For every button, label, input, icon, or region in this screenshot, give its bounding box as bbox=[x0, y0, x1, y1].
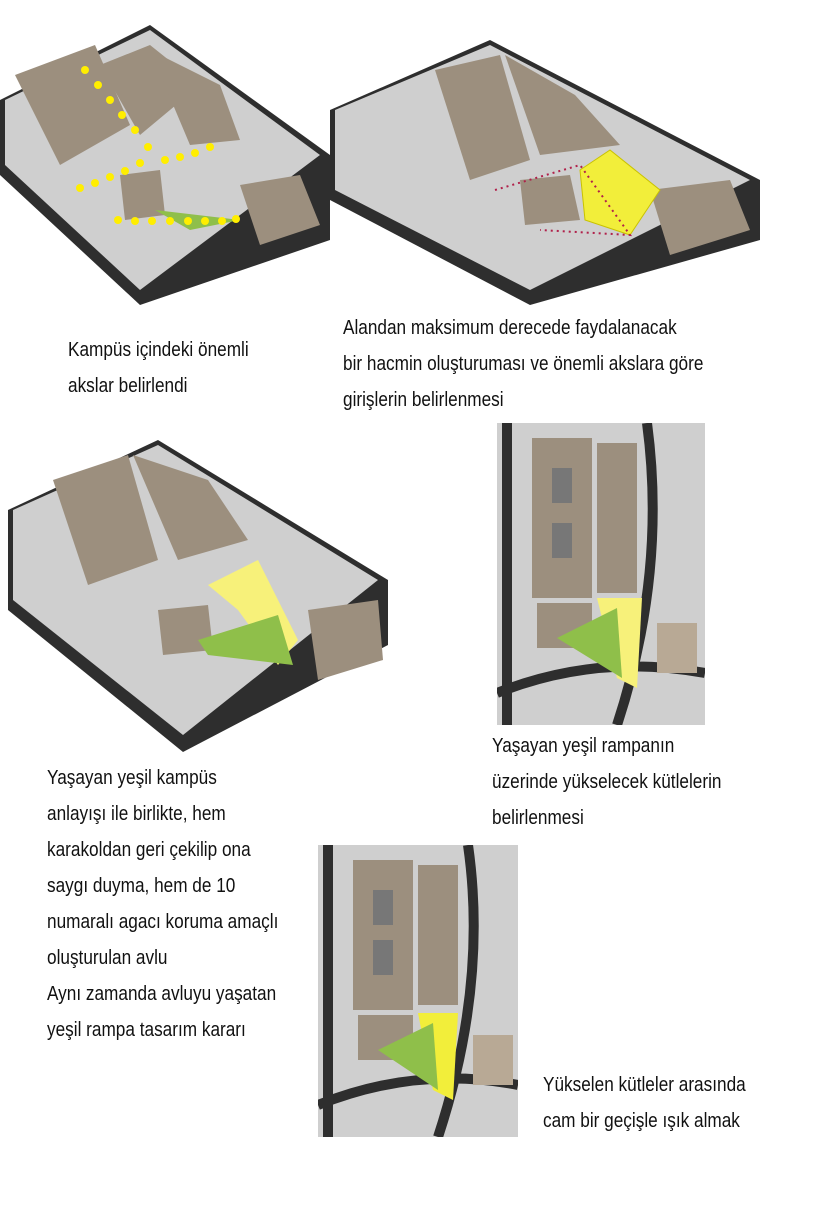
site-model-courtyard-diagram bbox=[8, 440, 388, 752]
caption-line: cam bir geçişle ışık almak bbox=[543, 1110, 740, 1132]
caption-line: Kampüs içindeki önemli bbox=[68, 339, 249, 361]
caption-step2: Alandan maksimum derecede faydalanacak b… bbox=[343, 310, 703, 418]
site-model-axes-diagram bbox=[0, 25, 330, 305]
site-plan-glass-diagram bbox=[318, 845, 518, 1137]
caption-line: üzerinde yükselecek kütlelerin bbox=[492, 771, 722, 793]
caption-line: akslar belirlendi bbox=[68, 375, 188, 397]
caption-line: numaralı agacı koruma amaçlı bbox=[47, 911, 279, 933]
caption-line: Aynı zamanda avluyu yaşatan bbox=[47, 983, 277, 1005]
caption-line: saygı duyma, hem de 10 bbox=[47, 875, 236, 897]
caption-line: Yaşayan yeşil kampüs bbox=[47, 767, 217, 789]
caption-line: girişlerin belirlenmesi bbox=[343, 389, 504, 411]
caption-step5: Yükselen kütleler arasında cam bir geçiş… bbox=[543, 1067, 746, 1139]
caption-line: oluşturulan avlu bbox=[47, 947, 168, 969]
caption-line: karakoldan geri çekilip ona bbox=[47, 839, 251, 861]
caption-line: Alandan maksimum derecede faydalanacak bbox=[343, 317, 677, 339]
site-plan-ramp-diagram bbox=[497, 423, 705, 725]
caption-line: yeşil rampa tasarım kararı bbox=[47, 1019, 246, 1041]
caption-line: belirlenmesi bbox=[492, 807, 584, 829]
caption-line: bir hacmin oluşturuması ve önemli akslar… bbox=[343, 353, 704, 375]
caption-step3: Yaşayan yeşil kampüs anlayışı ile birlik… bbox=[47, 760, 278, 1048]
caption-line: Yükselen kütleler arasında bbox=[543, 1074, 746, 1096]
caption-line: Yaşayan yeşil rampanın bbox=[492, 735, 675, 757]
caption-step4: Yaşayan yeşil rampanın üzerinde yükselec… bbox=[492, 728, 721, 836]
site-model-volume-diagram bbox=[330, 40, 760, 305]
caption-line: anlayışı ile birlikte, hem bbox=[47, 803, 226, 825]
caption-step1: Kampüs içindeki önemli akslar belirlendi bbox=[68, 332, 249, 404]
